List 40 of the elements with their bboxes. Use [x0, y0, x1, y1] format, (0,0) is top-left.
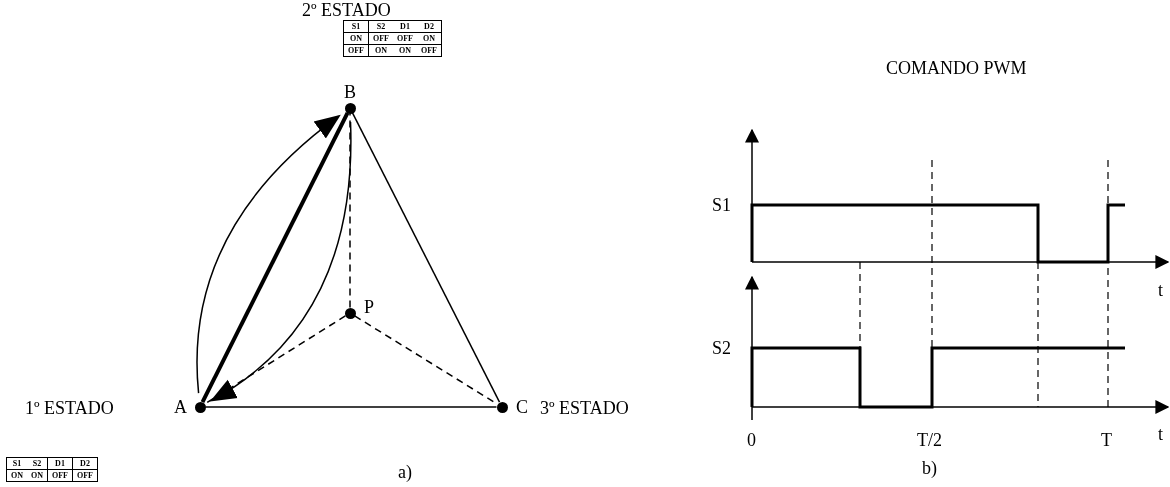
- table-cell: ON: [393, 44, 417, 57]
- table-cell: ON: [343, 32, 369, 45]
- table-cell: OFF: [417, 44, 442, 57]
- vertex-letter: P: [364, 297, 374, 317]
- table-cell: D2: [417, 20, 442, 33]
- signal-name: S1: [712, 195, 731, 215]
- table-cell: OFF: [343, 44, 369, 57]
- line: [351, 112, 501, 403]
- table-cell: S2: [27, 457, 48, 470]
- line: [349, 112, 351, 309]
- state-heading: 2º ESTADO: [302, 0, 391, 20]
- tick-label: T: [1101, 430, 1112, 450]
- table-cell: S2: [368, 20, 393, 33]
- state-heading: 1º ESTADO: [25, 398, 114, 418]
- panel-label: b): [922, 458, 937, 478]
- table-cell: S1: [343, 20, 369, 33]
- table-cell: ON: [417, 32, 442, 45]
- table-cell: ON: [368, 44, 393, 57]
- chart-title: COMANDO PWM: [886, 58, 1027, 78]
- axis-label: t: [1158, 424, 1163, 444]
- state-heading: 3º ESTADO: [540, 398, 629, 418]
- table-cell: ON: [27, 469, 48, 482]
- table-cell: D1: [47, 457, 73, 470]
- tick-label: 0: [747, 430, 756, 450]
- signal-name: S2: [712, 338, 731, 358]
- panel-label: a): [398, 462, 412, 482]
- table-cell: OFF: [47, 469, 73, 482]
- table-cell: ON: [6, 469, 27, 482]
- line: [204, 406, 498, 408]
- vertex-letter: B: [344, 82, 356, 102]
- table-cell: D2: [72, 457, 98, 470]
- axis-label: t: [1158, 280, 1163, 300]
- table-cell: OFF: [72, 469, 98, 482]
- vertex-letter: A: [174, 397, 187, 417]
- table-cell: S1: [6, 457, 27, 470]
- table-cell: D1: [393, 20, 417, 33]
- vertex-letter: C: [516, 397, 528, 417]
- tick-label: T/2: [917, 430, 942, 450]
- table-cell: OFF: [393, 32, 417, 45]
- table-cell: OFF: [368, 32, 393, 45]
